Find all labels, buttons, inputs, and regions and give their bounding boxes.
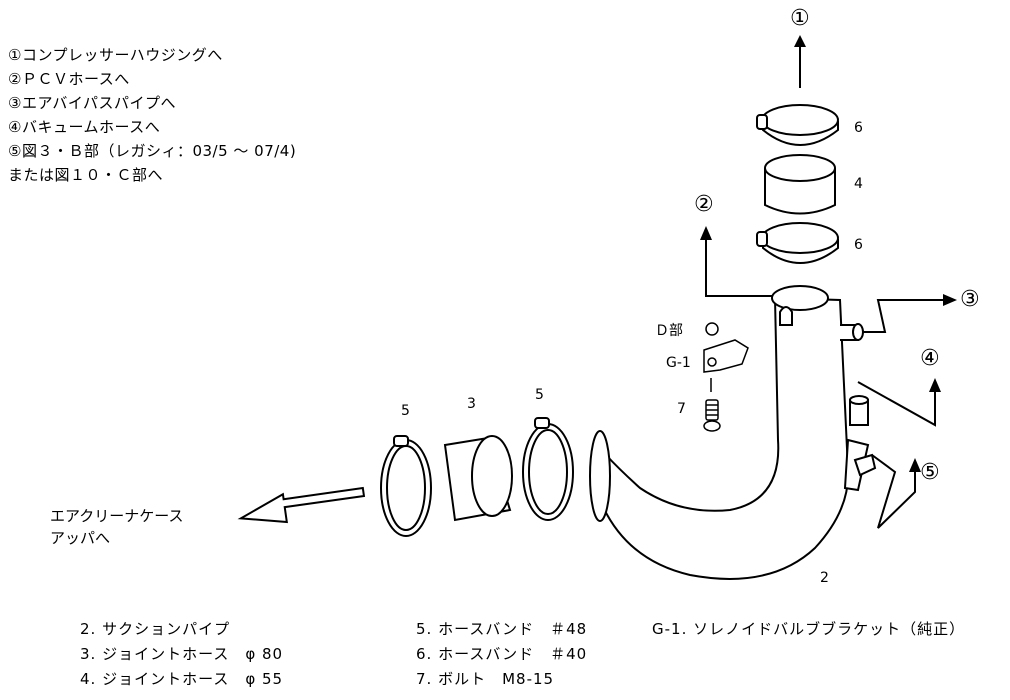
legend-item-2: ②ＰＣＶホースへ — [8, 70, 130, 88]
hose-band-5-right — [522, 417, 574, 521]
joint-hose-4 — [764, 154, 836, 215]
d-part-washer — [705, 322, 719, 336]
solenoid-bracket-g1 — [703, 339, 749, 392]
legend-item-6: または図１０・Ｃ部へ — [8, 166, 164, 184]
arrow-to-compressor-housing — [794, 35, 806, 88]
callout-3: ③ — [960, 287, 980, 312]
arrow-to-air-cleaner-case — [237, 486, 366, 524]
air-cleaner-label-line1: エアクリーナケース — [50, 507, 184, 525]
arrow-to-pcv-hose — [700, 226, 782, 297]
label-5-left: 5 — [401, 403, 410, 419]
label-5-right: 5 — [535, 387, 544, 403]
part-3: 3. ジョイントホース φ 80 — [80, 645, 284, 663]
part-5: 5. ホースバンド ＃48 — [416, 620, 588, 638]
hose-band-6-mid — [756, 222, 839, 264]
label-6-mid: 6 — [854, 237, 863, 253]
legend-item-3: ③エアバイパスパイプへ — [8, 94, 177, 112]
bolt-7 — [703, 399, 721, 432]
label-4: 4 — [854, 176, 863, 192]
callout-1: ① — [790, 6, 810, 31]
arrow-to-air-bypass-pipe — [858, 294, 957, 333]
air-cleaner-label-line2: アッパへ — [50, 529, 111, 547]
suction-pipe-2 — [589, 285, 877, 580]
part-4: 4. ジョイントホース φ 55 — [80, 670, 284, 688]
label-3: 3 — [467, 396, 476, 412]
arrow-to-vacuum-hose — [857, 378, 941, 427]
joint-hose-3 — [443, 435, 513, 522]
part-7: 7. ボルト M8-15 — [416, 670, 555, 688]
label-d-part: Ｄ部 — [655, 323, 683, 339]
part-g1: G-1. ソレノイドバルブブラケット（純正） — [652, 620, 966, 638]
arrow-to-fig3-b — [871, 454, 921, 529]
hose-band-5-left — [380, 435, 432, 537]
hose-band-6-top — [756, 104, 839, 146]
label-g1: G-1 — [666, 355, 691, 371]
label-7: 7 — [677, 401, 686, 417]
callout-5: ⑤ — [920, 460, 940, 485]
legend-item-5: ⑤図３・Ｂ部（レガシィ：03/5 ～ 07/4) — [8, 142, 297, 160]
callout-2: ② — [694, 192, 714, 217]
label-6-top: 6 — [854, 120, 863, 136]
part-6: 6. ホースバンド ＃40 — [416, 645, 588, 663]
legend-item-4: ④バキュームホースへ — [8, 118, 161, 136]
label-2: 2 — [820, 570, 829, 586]
part-2: 2. サクションパイプ — [80, 620, 231, 638]
callout-4: ④ — [920, 346, 940, 371]
legend-item-1: ①コンプレッサーハウジングへ — [8, 46, 223, 64]
